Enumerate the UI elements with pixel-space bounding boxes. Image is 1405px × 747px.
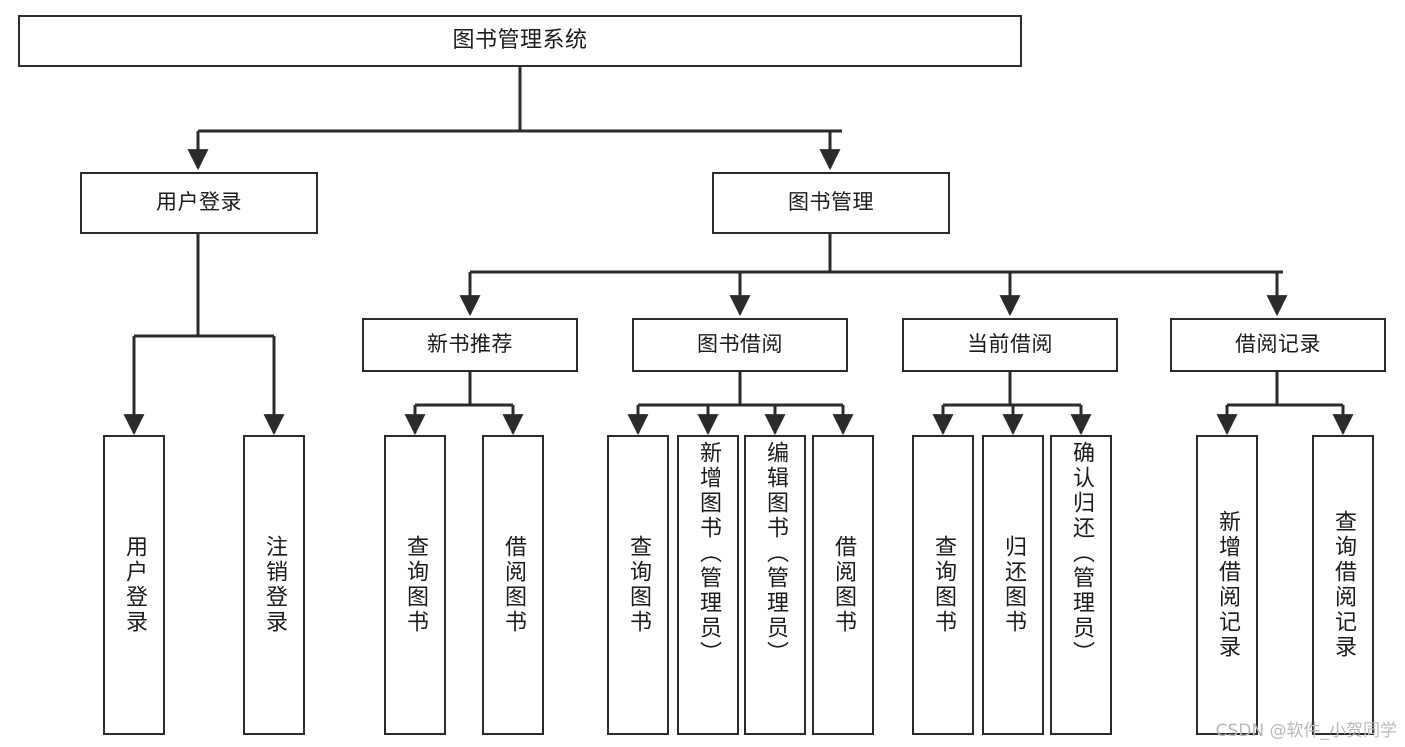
node-label: 查询图书 bbox=[403, 535, 428, 635]
node-label: 查询图书 bbox=[626, 535, 651, 635]
leaf-edit-book-admin[interactable]: 编辑图书（管理员） bbox=[744, 435, 806, 735]
watermark-text: CSDN @软件_小贺同学 bbox=[1215, 721, 1397, 741]
node-current-borrowing[interactable]: 当前借阅 bbox=[902, 318, 1118, 372]
leaf-return-book[interactable]: 归还图书 bbox=[982, 435, 1044, 735]
node-borrowing-records[interactable]: 借阅记录 bbox=[1170, 318, 1386, 372]
node-label: 查询图书 bbox=[931, 535, 956, 635]
leaf-query-borrow-record[interactable]: 查询借阅记录 bbox=[1312, 435, 1374, 735]
node-book-borrowing[interactable]: 图书借阅 bbox=[632, 318, 848, 372]
node-label: 新书推荐 bbox=[427, 332, 513, 357]
leaf-confirm-return-admin[interactable]: 确认归还（管理员） bbox=[1050, 435, 1112, 735]
leaf-logout[interactable]: 注销登录 bbox=[243, 435, 305, 735]
leaf-borrow-book[interactable]: 借阅图书 bbox=[812, 435, 874, 735]
leaf-borrow-book-recommend[interactable]: 借阅图书 bbox=[482, 435, 544, 735]
node-label: 借阅图书 bbox=[831, 535, 856, 635]
node-user-login[interactable]: 用户登录 bbox=[80, 172, 318, 234]
node-label: 归还图书 bbox=[1001, 535, 1026, 635]
node-label: 图书借阅 bbox=[697, 332, 783, 357]
node-label: 借阅记录 bbox=[1235, 332, 1321, 357]
node-label: 用户登录 bbox=[122, 535, 147, 635]
leaf-query-book-current[interactable]: 查询图书 bbox=[912, 435, 974, 735]
node-label: 注销登录 bbox=[262, 535, 287, 635]
node-label: 当前借阅 bbox=[967, 332, 1053, 357]
leaf-query-book-borrow[interactable]: 查询图书 bbox=[607, 435, 669, 735]
node-label: 编辑图书（管理员） bbox=[763, 441, 788, 666]
leaf-add-book-admin[interactable]: 新增图书（管理员） bbox=[677, 435, 739, 735]
node-book-management[interactable]: 图书管理 bbox=[712, 172, 950, 234]
node-label: 新增借阅记录 bbox=[1215, 510, 1240, 660]
leaf-user-login[interactable]: 用户登录 bbox=[103, 435, 165, 735]
node-label: 借阅图书 bbox=[501, 535, 526, 635]
node-root-book-management-system[interactable]: 图书管理系统 bbox=[18, 15, 1022, 67]
node-label: 图书管理 bbox=[788, 190, 874, 215]
node-label: 用户登录 bbox=[156, 190, 242, 215]
node-label: 新增图书（管理员） bbox=[696, 441, 721, 666]
leaf-add-borrow-record[interactable]: 新增借阅记录 bbox=[1196, 435, 1258, 735]
node-label: 图书管理系统 bbox=[452, 27, 588, 53]
leaf-query-book-recommend[interactable]: 查询图书 bbox=[384, 435, 446, 735]
node-label: 确认归还（管理员） bbox=[1069, 441, 1094, 666]
node-label: 查询借阅记录 bbox=[1331, 510, 1356, 660]
node-new-book-recommendation[interactable]: 新书推荐 bbox=[362, 318, 578, 372]
